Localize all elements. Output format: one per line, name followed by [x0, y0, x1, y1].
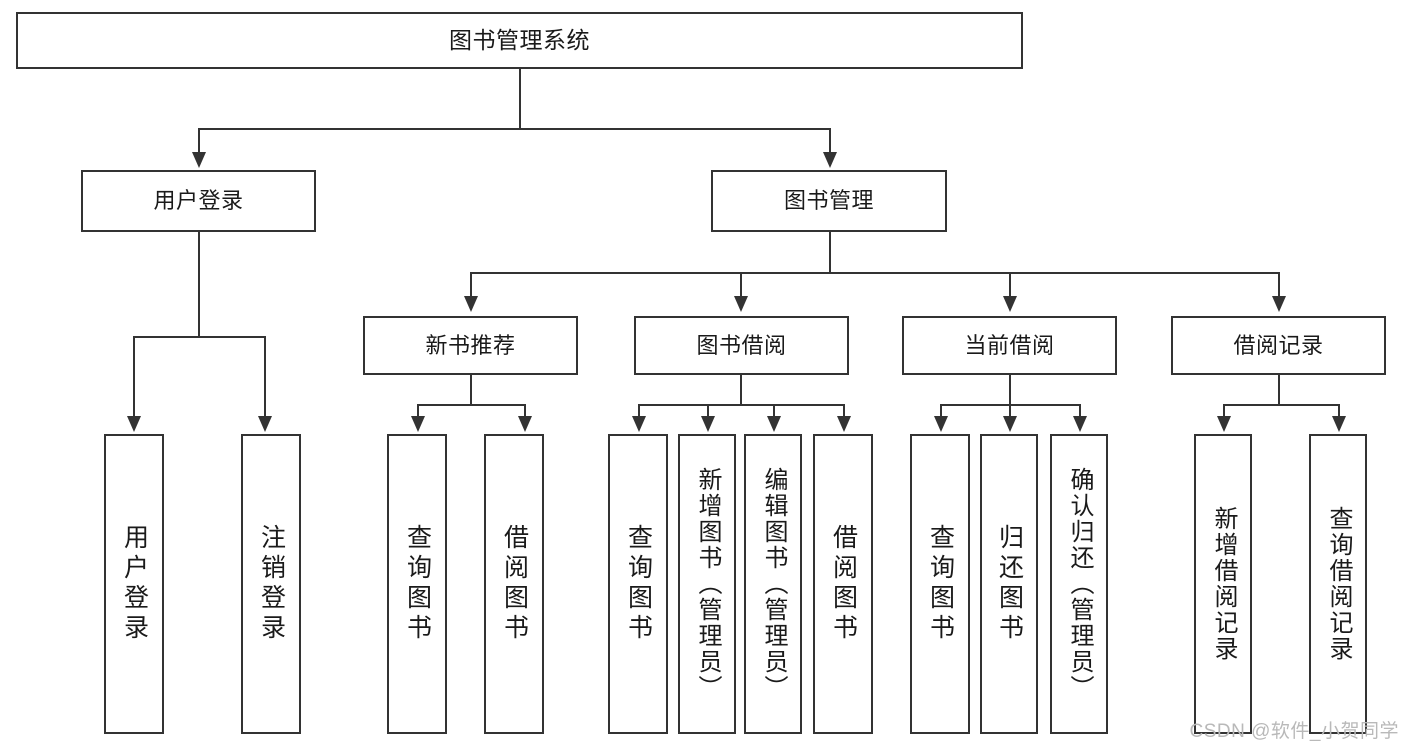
connector-root-branch-bar: [198, 128, 829, 130]
connector-br-to-add: [1223, 404, 1225, 418]
leaf-bb-query-book: 查询图书: [608, 434, 668, 734]
connector-book-management-stem: [829, 232, 831, 272]
arrowhead-to-user-login: [192, 152, 206, 168]
node-label: 查询图书: [624, 524, 653, 644]
connector-user-login-to-logout: [264, 336, 266, 418]
connector-nbr-to-query: [417, 404, 419, 418]
arrowhead-br-add-record: [1217, 416, 1231, 432]
node-label: 查询图书: [926, 524, 955, 644]
node-label: 用户登录: [120, 524, 149, 644]
arrowhead-to-new-book-recommend: [464, 296, 478, 312]
connector-br-branch-bar: [1223, 404, 1338, 406]
arrowhead-bb-edit-book: [767, 416, 781, 432]
leaf-logout: 注销登录: [241, 434, 301, 734]
connector-br-to-query: [1338, 404, 1340, 418]
node-new-book-recommend: 新书推荐: [363, 316, 578, 375]
arrowhead-to-current-borrow: [1003, 296, 1017, 312]
connector-bm-to-borrow-record: [1278, 272, 1280, 298]
connector-nbr-branch-bar: [417, 404, 524, 406]
node-label: 图书借阅: [696, 332, 787, 358]
node-label: 新增借阅记录: [1210, 506, 1237, 662]
connector-cb-to-query: [940, 404, 942, 418]
arrowhead-cb-confirm-return: [1073, 416, 1087, 432]
connector-cb-to-confirm: [1079, 404, 1081, 418]
connector-bb-to-query: [638, 404, 640, 418]
arrowhead-to-book-borrow: [734, 296, 748, 312]
node-label: 借阅图书: [829, 524, 858, 644]
connector-br-stem: [1278, 375, 1280, 404]
connector-bb-stem: [740, 375, 742, 404]
node-label: 新增图书（管理员）: [694, 467, 721, 701]
connector-root-to-book-management: [829, 128, 831, 154]
connector-bm-to-book-borrow: [740, 272, 742, 298]
leaf-bb-borrow-book: 借阅图书: [813, 434, 873, 734]
leaf-br-query-record: 查询借阅记录: [1309, 434, 1367, 734]
leaf-cb-return-book: 归还图书: [980, 434, 1038, 734]
arrowhead-to-login: [127, 416, 141, 432]
connector-user-login-branch-bar: [133, 336, 264, 338]
node-current-borrow: 当前借阅: [902, 316, 1117, 375]
node-label: 编辑图书（管理员）: [760, 467, 787, 701]
arrowhead-nbr-borrow-book: [518, 416, 532, 432]
node-user-login: 用户登录: [81, 170, 316, 232]
connector-nbr-stem: [470, 375, 472, 404]
node-label: 查询图书: [403, 524, 432, 644]
connector-root-to-user-login: [198, 128, 200, 154]
connector-user-login-stem: [198, 232, 200, 336]
connector-nbr-to-borrow: [524, 404, 526, 418]
node-label: 查询借阅记录: [1325, 506, 1352, 662]
connector-cb-stem: [1009, 375, 1011, 404]
connector-cb-to-return: [1009, 404, 1011, 418]
connector-bb-to-add: [707, 404, 709, 418]
connector-user-login-to-login: [133, 336, 135, 418]
leaf-cb-confirm-return: 确认归还（管理员）: [1050, 434, 1108, 734]
arrowhead-to-borrow-record: [1272, 296, 1286, 312]
arrowhead-nbr-query-book: [411, 416, 425, 432]
connector-root-stem: [519, 69, 521, 128]
arrowhead-bb-add-book: [701, 416, 715, 432]
node-borrow-record: 借阅记录: [1171, 316, 1386, 375]
node-label: 借阅图书: [500, 524, 529, 644]
leaf-bb-edit-book: 编辑图书（管理员）: [744, 434, 802, 734]
connector-bm-to-new-book: [470, 272, 472, 298]
node-label: 图书管理系统: [449, 26, 590, 53]
leaf-br-add-record: 新增借阅记录: [1194, 434, 1252, 734]
connector-bb-to-borrow: [843, 404, 845, 418]
leaf-user-login: 用户登录: [104, 434, 164, 734]
node-label: 用户登录: [153, 188, 244, 214]
leaf-nbr-query-book: 查询图书: [387, 434, 447, 734]
leaf-bb-add-book: 新增图书（管理员）: [678, 434, 736, 734]
arrowhead-cb-query-book: [934, 416, 948, 432]
node-label: 当前借阅: [964, 332, 1055, 358]
node-book-management: 图书管理: [711, 170, 947, 232]
arrowhead-br-query-record: [1332, 416, 1346, 432]
arrowhead-to-book-management: [823, 152, 837, 168]
connector-book-management-branch-bar: [470, 272, 1278, 274]
node-book-borrow: 图书借阅: [634, 316, 849, 375]
watermark-text: CSDN @软件_小贺同学: [1189, 721, 1399, 742]
node-label: 借阅记录: [1233, 332, 1324, 358]
leaf-cb-query-book: 查询图书: [910, 434, 970, 734]
node-label: 注销登录: [257, 524, 286, 644]
arrowhead-cb-return-book: [1003, 416, 1017, 432]
node-label: 图书管理: [783, 188, 874, 214]
arrowhead-bb-query-book: [632, 416, 646, 432]
connector-bm-to-current-borrow: [1009, 272, 1011, 298]
node-label: 归还图书: [995, 524, 1024, 644]
node-label: 新书推荐: [425, 332, 516, 358]
connector-bb-branch-bar: [638, 404, 843, 406]
connector-bb-to-edit: [773, 404, 775, 418]
arrowhead-to-logout: [258, 416, 272, 432]
arrowhead-bb-borrow-book: [837, 416, 851, 432]
node-root-book-management-system: 图书管理系统: [16, 12, 1023, 69]
leaf-nbr-borrow-book: 借阅图书: [484, 434, 544, 734]
node-label: 确认归还（管理员）: [1066, 467, 1093, 701]
